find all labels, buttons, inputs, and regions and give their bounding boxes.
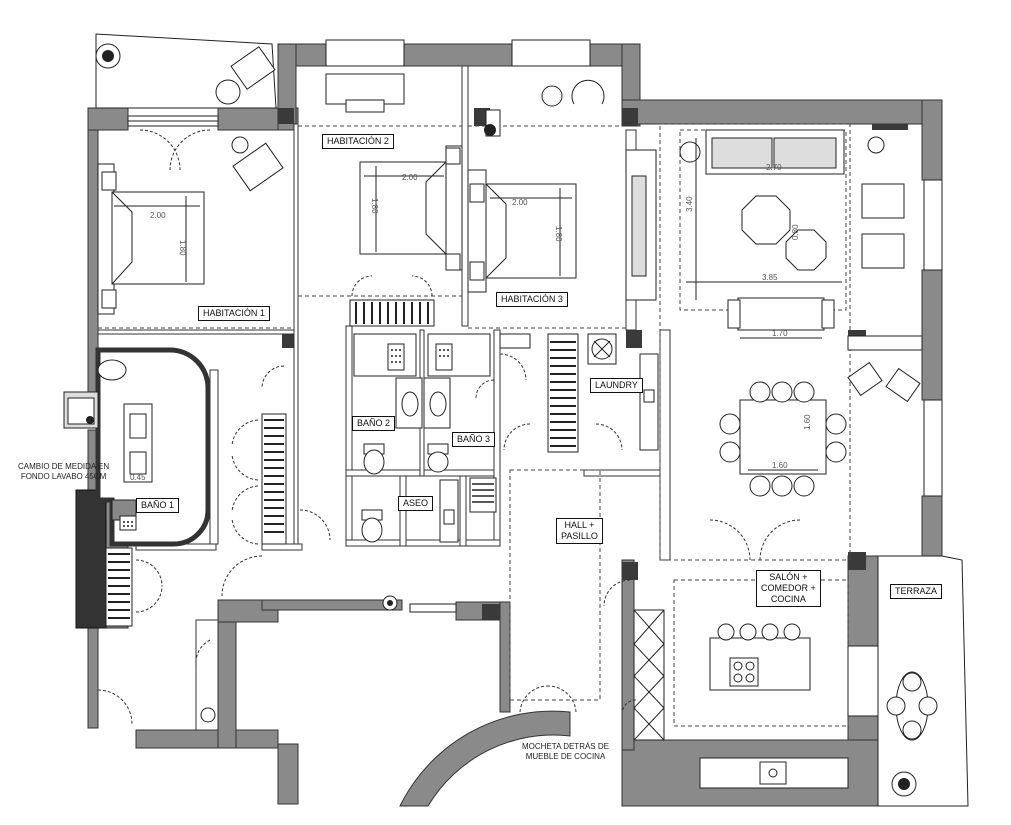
- sink-depth: 0.45: [130, 473, 146, 482]
- label-salon: SALÓN + COMEDOR + COCINA: [756, 570, 821, 607]
- label-hall: HALL + PASILLO: [556, 518, 603, 544]
- structural-columns: [75, 108, 908, 629]
- bedroom-1: [97, 129, 284, 315]
- bed2-width: 2.00: [402, 173, 418, 182]
- bed3-width: 2.00: [512, 198, 528, 207]
- label-hall-line2: PASILLO: [561, 531, 598, 541]
- corridor-wardrobe: [221, 365, 331, 597]
- label-terraza: TERRAZA: [890, 584, 943, 599]
- note-sink-line2: FONDO LAVABO 45CM: [20, 472, 107, 481]
- kitchen: [621, 609, 849, 789]
- label-bano-2: BAÑO 2: [352, 416, 396, 431]
- note-mocheta: MOCHETA DETRÁS DE MUEBLE DE COCINA: [522, 742, 609, 762]
- label-habitacion-1: HABITACIÓN 1: [198, 306, 270, 321]
- coffee-table: 0.80: [791, 224, 800, 240]
- label-salon-line2: COMEDOR +: [761, 583, 816, 593]
- table-depth: 1.60: [803, 414, 812, 430]
- room-boundaries: [98, 123, 851, 727]
- label-laundry: LAUNDRY: [590, 378, 643, 393]
- label-bano-3: BAÑO 3: [452, 432, 496, 447]
- sofa-width: 2.70: [766, 163, 782, 172]
- bed2-depth: 1.80: [370, 198, 379, 214]
- label-habitacion-2: HABITACIÓN 2: [322, 134, 394, 149]
- label-habitacion-3: HABITACIÓN 3: [496, 292, 568, 307]
- windows: [127, 39, 943, 717]
- balcony-top-left: [95, 33, 277, 109]
- label-hall-line1: HALL +: [564, 520, 595, 530]
- label-salon-line1: SALÓN +: [769, 572, 808, 582]
- bathroom-1: [63, 347, 211, 627]
- table-width: 1.60: [772, 461, 788, 470]
- rug-width: 3.85: [762, 273, 778, 282]
- hall: [97, 579, 631, 725]
- bedroom-3: [467, 79, 657, 301]
- label-bano-1: BAÑO 1: [136, 498, 180, 513]
- label-salon-line3: COCINA: [770, 594, 806, 604]
- living-room: [679, 129, 923, 561]
- note-mocheta-line1: MOCHETA DETRÁS DE: [522, 742, 609, 751]
- note-mocheta-line2: MUEBLE DE COCINA: [525, 752, 606, 761]
- bed1-width: 2.00: [150, 211, 166, 220]
- rug-depth: 3.40: [685, 196, 694, 212]
- aseo: [361, 477, 497, 543]
- laundry-area: [499, 333, 659, 453]
- bed3-depth: 1.80: [554, 226, 563, 242]
- label-aseo: ASEO: [398, 496, 434, 511]
- note-sink-line1: CAMBIO DE MEDIDA EN: [18, 462, 110, 471]
- curved-wall: [399, 710, 571, 807]
- note-sink-change: CAMBIO DE MEDIDA EN FONDO LAVABO 45CM: [18, 462, 109, 482]
- bedroom-2: [325, 73, 463, 327]
- terrace: [877, 555, 969, 807]
- bed1-depth: 1.80: [178, 240, 187, 256]
- bench-width: 1.70: [772, 329, 788, 338]
- bathrooms-2-3: [353, 333, 495, 475]
